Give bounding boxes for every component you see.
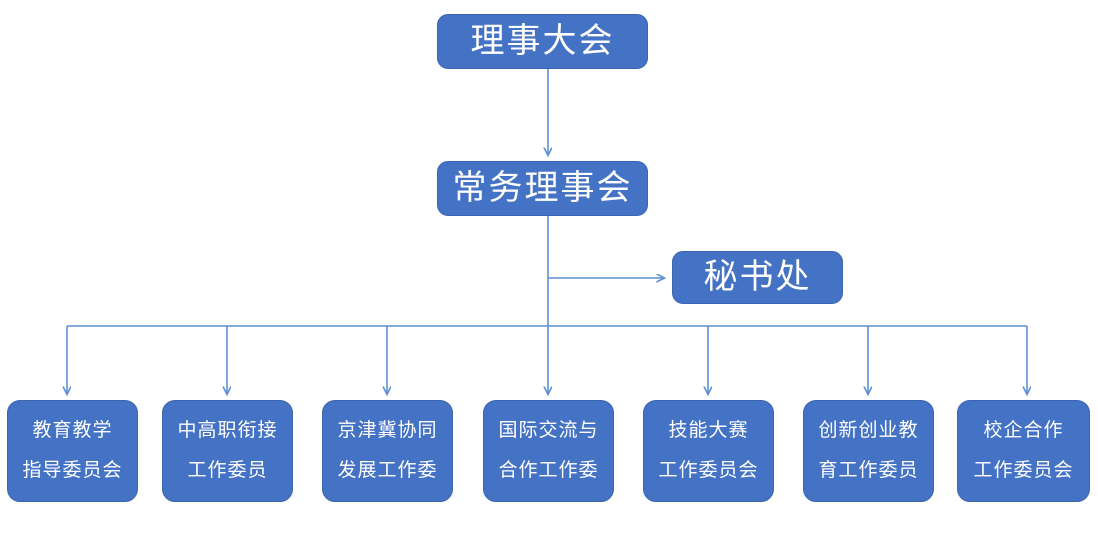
- node-standing-council-label: 常务理事会: [452, 169, 633, 207]
- node-committee-international[interactable]: 国际交流与 合作工作委: [483, 400, 614, 502]
- node-committee-school-enterprise-line1: 校企合作: [983, 420, 1064, 442]
- node-committee-international-line1: 国际交流与: [498, 420, 599, 442]
- node-committee-school-enterprise-line2: 工作委员会: [973, 460, 1074, 481]
- node-committee-international-line2: 合作工作委: [498, 460, 599, 481]
- node-committee-school-enterprise[interactable]: 校企合作 工作委员会: [957, 400, 1090, 502]
- node-assembly[interactable]: 理事大会: [437, 14, 648, 69]
- node-committee-education-line2: 指导委员会: [22, 460, 123, 481]
- node-secretariat-label: 秘书处: [703, 258, 812, 296]
- node-committee-innovation-line2: 育工作委员: [818, 460, 919, 481]
- node-committee-education[interactable]: 教育教学 指导委员会: [7, 400, 138, 502]
- node-committee-vocational-link-line2: 工作委员: [187, 460, 268, 481]
- node-committee-jingjinji-line1: 京津冀协同: [337, 420, 438, 442]
- node-assembly-label: 理事大会: [470, 22, 615, 60]
- node-committee-education-line1: 教育教学: [32, 420, 113, 442]
- node-committee-skills-contest-line1: 技能大赛: [668, 420, 749, 442]
- node-committee-skills-contest-line2: 工作委员会: [658, 460, 759, 481]
- node-committee-innovation[interactable]: 创新创业教 育工作委员: [803, 400, 934, 502]
- node-committee-vocational-link-line1: 中高职衔接: [177, 420, 278, 442]
- node-committee-vocational-link[interactable]: 中高职衔接 工作委员: [162, 400, 293, 502]
- node-committee-innovation-line1: 创新创业教: [818, 420, 919, 442]
- node-committee-skills-contest[interactable]: 技能大赛 工作委员会: [643, 400, 774, 502]
- node-standing-council[interactable]: 常务理事会: [437, 161, 648, 216]
- node-committee-jingjinji-line2: 发展工作委: [337, 460, 438, 481]
- node-secretariat[interactable]: 秘书处: [672, 251, 843, 304]
- node-committee-jingjinji[interactable]: 京津冀协同 发展工作委: [322, 400, 453, 502]
